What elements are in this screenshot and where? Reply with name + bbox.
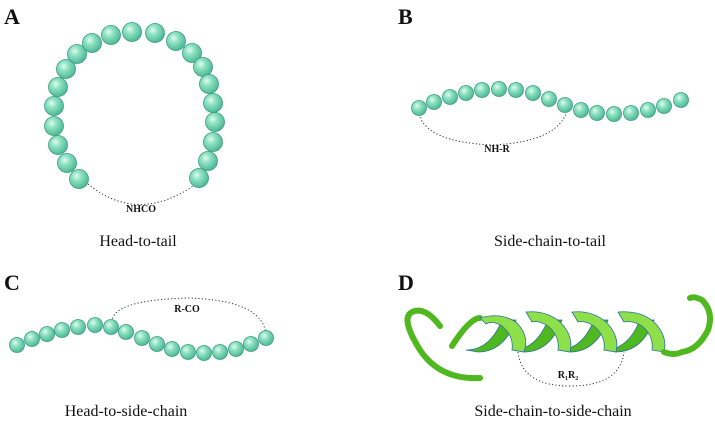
helix-front-segment: [479, 315, 527, 353]
panel-letter-b: B: [398, 4, 413, 29]
bead: [623, 105, 639, 121]
bead: [541, 91, 557, 107]
bead: [122, 22, 142, 42]
bead: [145, 23, 165, 43]
bead: [258, 330, 274, 346]
bead: [54, 322, 70, 338]
bead: [212, 344, 228, 360]
bead: [39, 326, 55, 342]
caption-c: Head-to-side-chain: [65, 403, 188, 420]
bead: [56, 59, 76, 79]
panel-letter-a: A: [4, 4, 20, 29]
bead: [82, 33, 102, 53]
r1r2-link-label: R₁R₂: [558, 370, 578, 381]
bead: [48, 77, 68, 97]
helix-front-segment: [617, 311, 666, 353]
bead: [196, 345, 212, 361]
nh-r-link-line: [418, 107, 569, 146]
bead: [57, 153, 77, 173]
peptide-chain-c: [9, 317, 274, 361]
bead: [48, 135, 68, 155]
bead: [525, 85, 541, 101]
peptide-chain-b: [411, 81, 689, 122]
bead: [673, 92, 689, 108]
bead: [149, 336, 165, 352]
bead: [189, 168, 209, 188]
bead: [164, 341, 180, 357]
bead: [474, 82, 490, 98]
bead: [656, 98, 672, 114]
bead: [243, 336, 259, 352]
bead: [182, 43, 202, 63]
bead: [589, 105, 605, 121]
bead: [228, 341, 244, 357]
helix-back-segment: [511, 319, 563, 353]
bead: [203, 132, 223, 152]
bead: [180, 344, 196, 360]
caption-a: Head-to-tail: [99, 233, 177, 250]
bead: [87, 317, 103, 333]
panel-c: C R-CO Head-to-side-chain: [4, 270, 274, 420]
panel-letter-c: C: [4, 270, 20, 295]
caption-d: Side-chain-to-side-chain: [474, 403, 631, 420]
nhco-link-label: NHCO: [126, 204, 156, 215]
alpha-helix-d: [404, 294, 713, 382]
bead: [24, 331, 40, 347]
panel-b: B NH-R Side-chain-to-tail: [398, 4, 689, 250]
bead: [166, 31, 186, 51]
caption-b: Side-chain-to-tail: [494, 233, 607, 250]
panel-a: A NHCO Head-to-tail: [4, 4, 225, 250]
bead: [205, 112, 225, 132]
bead: [411, 100, 427, 116]
helix-tail-left-link: [449, 315, 483, 349]
bead: [606, 106, 622, 122]
bead: [442, 89, 458, 105]
bead: [573, 102, 589, 118]
bead: [103, 319, 119, 335]
helix-front-segment: [571, 311, 618, 353]
bead: [203, 93, 223, 113]
bead: [426, 94, 442, 110]
r-co-link-label: R-CO: [174, 304, 200, 315]
bead: [44, 116, 64, 136]
bead: [69, 169, 89, 189]
bead: [134, 330, 150, 346]
bead: [199, 74, 219, 94]
bead: [44, 96, 64, 116]
bead: [101, 25, 121, 45]
bead: [458, 85, 474, 101]
bead: [491, 81, 507, 97]
helix-front-segment: [525, 311, 572, 353]
helix-back-segment: [603, 319, 655, 353]
helix-end: [661, 349, 685, 357]
helix-tail-right: [679, 294, 713, 355]
bead: [9, 337, 25, 353]
helix-tail-left: [404, 307, 483, 382]
nhco-link-line: [87, 183, 197, 205]
helix-back-segment: [557, 319, 609, 353]
bead: [118, 324, 134, 340]
bead: [640, 102, 656, 118]
bead: [70, 319, 86, 335]
bead: [557, 97, 573, 113]
nh-r-link-label: NH-R: [484, 144, 510, 155]
panel-letter-d: D: [398, 270, 414, 295]
peptide-ring-a: [44, 22, 225, 189]
bead: [193, 57, 213, 77]
bead: [508, 82, 524, 98]
bead: [198, 151, 218, 171]
bead: [67, 44, 87, 64]
panel-d: D R₁R₂ Side-chain-to-side-chain: [398, 270, 713, 420]
helix-back-segment: [465, 319, 517, 353]
r1r2-link-line: [517, 351, 625, 387]
